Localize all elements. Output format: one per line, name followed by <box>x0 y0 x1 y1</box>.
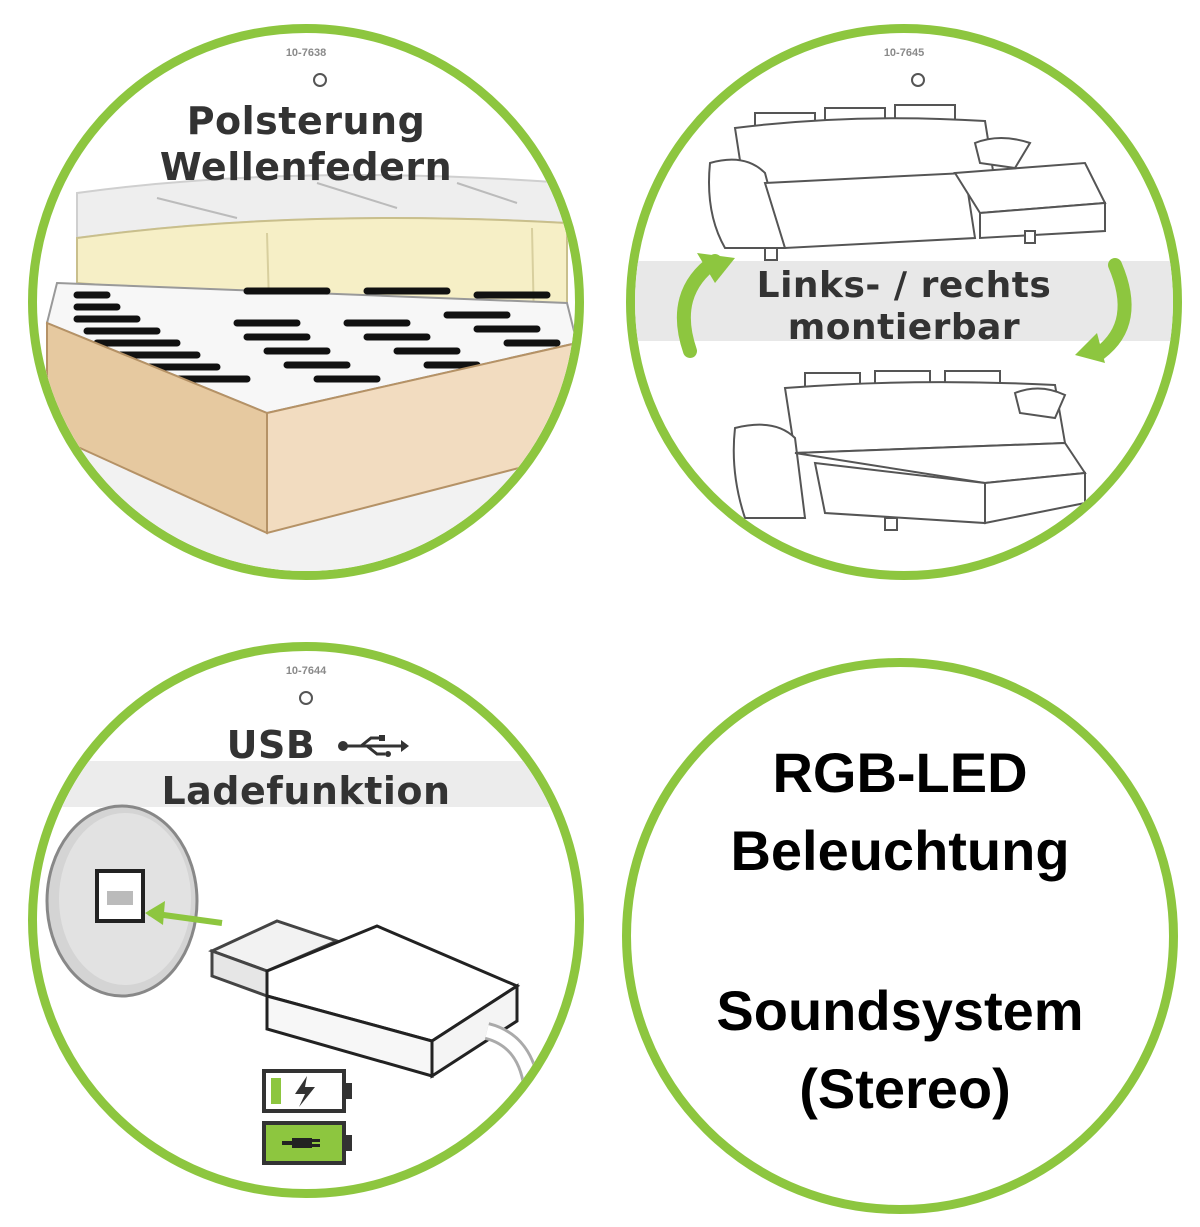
corner-sofa-illustration <box>635 104 1173 531</box>
badge-rgb-led-sound: RGB-LED Beleuchtung Soundsystem (Stereo) <box>622 658 1178 1214</box>
badge-usb: 10-7644 USB Ladefunktion <box>28 642 584 1198</box>
hang-hole-icon <box>299 691 313 705</box>
badge-links-rechts: 10-7645 Links- / rechts montierbar <box>626 24 1182 580</box>
badge-title-line4: (Stereo) <box>799 1057 1011 1120</box>
hang-hole-icon <box>313 73 327 87</box>
badge-title-line2: montierbar <box>787 307 1021 348</box>
article-code: 10-7644 <box>285 665 327 677</box>
usb-charging-illustration <box>37 761 575 1165</box>
article-code: 10-7638 <box>285 47 327 59</box>
badge-title-line2: Beleuchtung <box>730 819 1070 882</box>
badge-title-line1: RGB-LED <box>772 741 1028 804</box>
usb-icon <box>338 735 409 757</box>
spring-mattress-illustration <box>37 174 575 571</box>
badge-title-line2: Ladefunktion <box>161 769 451 813</box>
article-code: 10-7645 <box>883 47 925 59</box>
badge-polsterung: 10-7638 Polsterung Wellenfedern <box>28 24 584 580</box>
badge-title-line3: Soundsystem <box>716 979 1084 1042</box>
badge-title-line1: Polsterung <box>186 99 426 143</box>
badge-title-line1: Links- / rechts <box>756 265 1052 306</box>
hang-hole-icon <box>911 73 925 87</box>
badge-title-line1: USB <box>226 723 316 767</box>
badge-title-line2: Wellenfedern <box>159 145 453 189</box>
